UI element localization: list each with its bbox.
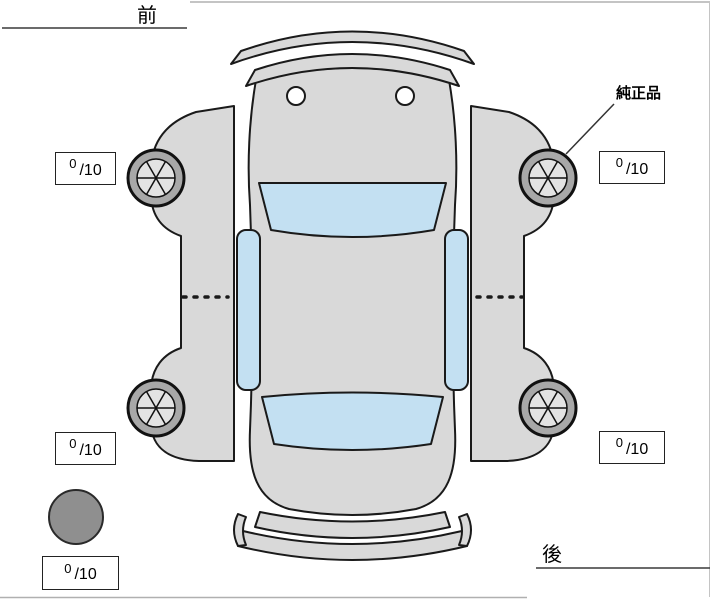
tread-box-rear-left: 0 /10 xyxy=(55,432,116,465)
wheel-front-left xyxy=(126,148,186,208)
genuine-parts-label: 純正品 xyxy=(616,85,662,102)
tread-scale-front-left: /10 xyxy=(79,161,102,179)
rear-label: 後 xyxy=(542,544,562,566)
rear-bumper-curl-right xyxy=(458,513,472,547)
wheel-rear-right xyxy=(518,378,578,438)
tread-box-rear-right: 0 /10 xyxy=(599,431,665,464)
hood-circle-left xyxy=(286,86,306,106)
tread-value-front-right: 0 xyxy=(615,155,623,170)
tread-box-front-right: 0 /10 xyxy=(599,151,665,184)
windshield xyxy=(258,182,447,238)
right-side-window xyxy=(444,229,469,391)
tread-scale-rear-right: /10 xyxy=(625,440,649,458)
tread-value-spare: 0 xyxy=(64,560,72,576)
spare-tire xyxy=(48,489,104,545)
tread-value-front-left: 0 xyxy=(69,156,77,171)
rear-bumper-inner xyxy=(254,511,451,539)
rear-bumper-curl-left xyxy=(233,513,247,547)
wheel-rear-left xyxy=(126,378,186,438)
genuine-pointer-line xyxy=(565,103,615,155)
front-bumper-outer xyxy=(230,30,475,65)
front-label: 前 xyxy=(137,5,157,27)
left-side-window xyxy=(236,229,261,391)
rear-window xyxy=(261,391,444,451)
tread-box-front-left: 0 /10 xyxy=(55,152,116,185)
tread-box-spare: 0 /10 xyxy=(42,556,119,590)
front-bumper-inner xyxy=(245,53,460,87)
tread-value-rear-right: 0 xyxy=(615,435,623,450)
tread-scale-spare: /10 xyxy=(74,566,97,583)
wheel-front-right xyxy=(518,148,578,208)
hood-circle-right xyxy=(395,86,415,106)
tread-value-rear-left: 0 xyxy=(69,436,77,451)
tread-scale-front-right: /10 xyxy=(625,160,649,178)
tread-scale-rear-left: /10 xyxy=(79,441,102,459)
